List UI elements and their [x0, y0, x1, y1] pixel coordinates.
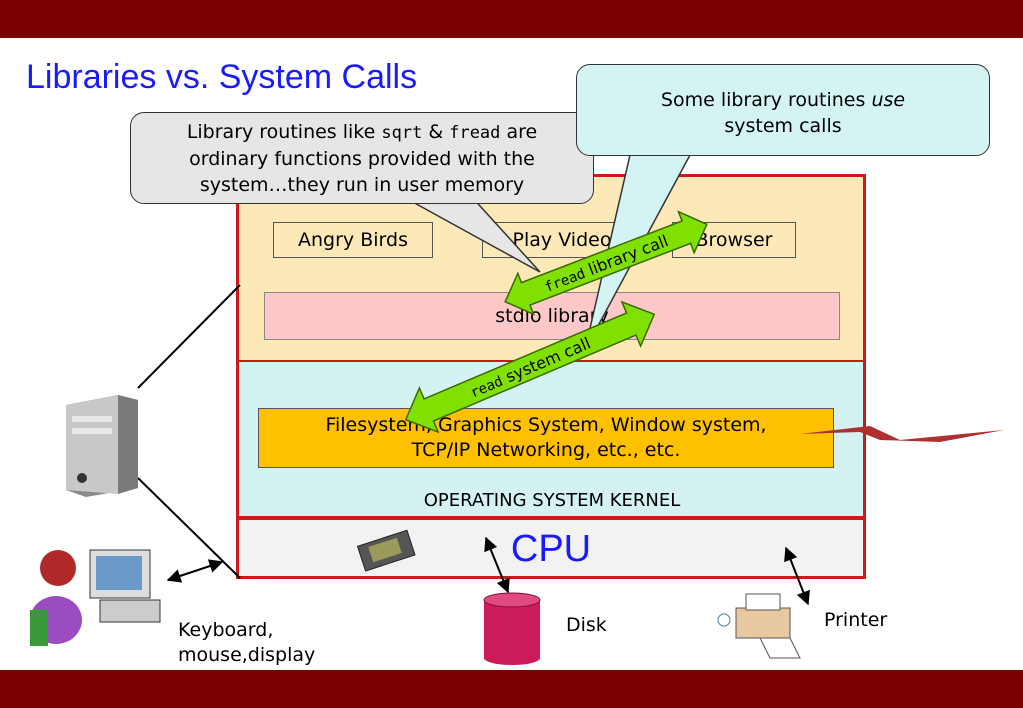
connector-line-top: [137, 284, 241, 389]
printer-double-arrow: [784, 546, 810, 606]
read-arrow-label: read system call: [467, 333, 593, 401]
code-fread: fread: [449, 122, 501, 143]
computer-tower-icon: [66, 395, 138, 497]
syscall-callout-line-2: system calls: [724, 115, 842, 137]
slide-title: Libraries vs. System Calls: [26, 58, 418, 96]
library-callout-pointer: [399, 194, 541, 273]
stdio-library-box: stdio library: [264, 292, 840, 340]
app-box-angry-birds: Angry Birds: [273, 222, 433, 258]
connector-line-bottom: [137, 477, 241, 579]
syscall-callout: Some library routines use system calls: [576, 64, 990, 156]
chip-icon: [356, 529, 416, 572]
code-sqrt: sqrt: [381, 122, 423, 143]
cpu-region: [236, 517, 866, 579]
keyboard-label: Keyboard, mouse,display: [178, 619, 316, 666]
disk-double-arrow: [484, 536, 510, 594]
kernel-pointer-shape: [800, 426, 1004, 442]
bottom-bar: [0, 670, 1023, 708]
library-callout-line-3: system…they run in user memory: [199, 173, 525, 196]
library-callout-line-1: Library routines like sqrt & fread are: [186, 120, 538, 143]
syscall-callout-line-1: Some library routines use: [660, 89, 906, 111]
keyboard-double-arrow: [166, 559, 224, 583]
disk-icon: [483, 592, 541, 665]
person-at-computer-icon: [30, 549, 161, 646]
printer-label: Printer: [824, 609, 888, 631]
cpu-label: CPU: [510, 527, 592, 570]
disk-label: Disk: [566, 614, 607, 636]
library-callout-line-2: ordinary functions provided with the: [189, 147, 535, 170]
printer-icon: [717, 593, 801, 659]
kernel-label: OPERATING SYSTEM KERNEL: [423, 489, 681, 511]
kernel-services-line-2: TCP/IP Networking, etc., etc.: [411, 439, 681, 461]
library-callout: Library routines like sqrt & fread are o…: [130, 112, 594, 204]
read-system-call-arrow: read system call: [404, 300, 656, 434]
top-bar: [0, 0, 1023, 38]
